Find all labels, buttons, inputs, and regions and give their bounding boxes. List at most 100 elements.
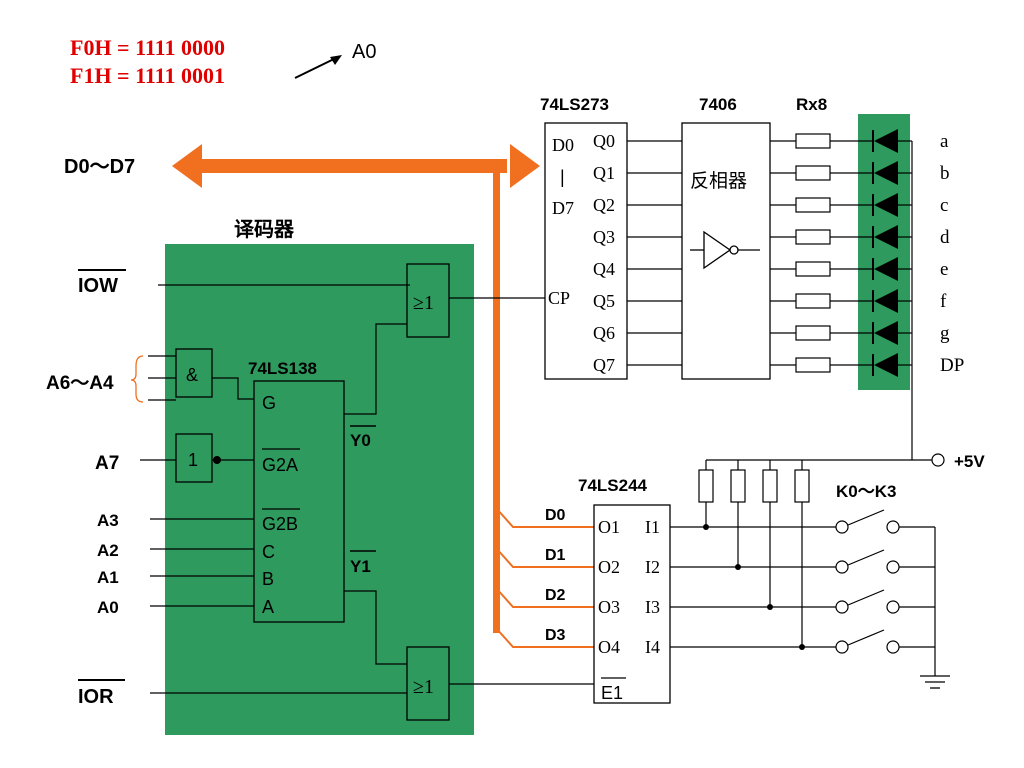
7406-label: 7406: [699, 95, 737, 114]
led-diode-icon: [874, 225, 898, 249]
a7-label: A7: [95, 453, 119, 474]
segment-label: DP: [940, 355, 964, 376]
pullup-junction: [767, 604, 773, 610]
segment-label: e: [940, 259, 948, 280]
bus-label: D0～D7: [64, 156, 135, 178]
y0-wire: [344, 323, 407, 415]
switch-contact-left: [835, 520, 849, 534]
buffer-output-label: O4: [598, 637, 620, 657]
pin-c: C: [262, 542, 275, 562]
7406-body: [681, 122, 771, 380]
chip-74ls138: 74LS138 G G2A G2B C B A Y0 Y1: [248, 323, 407, 665]
segment-label: g: [940, 323, 950, 344]
ground: [920, 527, 950, 689]
pullup-junction: [799, 644, 805, 650]
pullup-resistor: [698, 469, 714, 503]
chip-7406: 7406 反相器: [681, 95, 771, 380]
latch-d0: D0: [552, 135, 574, 155]
buffer-input-label: I3: [645, 597, 660, 617]
or-gate-read-symbol: ≥1: [413, 676, 434, 698]
resistor: [795, 357, 831, 373]
power-rail: +5V: [706, 141, 985, 471]
bus-data-label: D0: [545, 507, 566, 524]
resistor: [795, 165, 831, 181]
resistor-label: Rx8: [796, 95, 827, 114]
pin-g: G: [262, 393, 276, 413]
switch-array: [670, 460, 935, 654]
pullup-resistor: [794, 469, 810, 503]
y1-wire: [344, 590, 407, 665]
and-gate: &: [175, 348, 254, 400]
latch-output-label: Q1: [593, 163, 615, 183]
led-diode-icon: [874, 161, 898, 185]
annotation-target: A0: [352, 41, 376, 63]
bus-data-label: D2: [545, 587, 566, 604]
switch-label: K0～K3: [836, 482, 896, 501]
inverter-symbol-bubble: [729, 245, 739, 255]
segment-label: d: [940, 227, 950, 248]
switch-lever: [847, 549, 885, 566]
latch-output-label: Q7: [593, 355, 615, 375]
resistor: [795, 197, 831, 213]
switch-lever: [847, 589, 885, 606]
buffer-enable: E1: [601, 683, 623, 703]
74ls244-label: 74LS244: [578, 476, 648, 495]
switch-contact-right: [886, 520, 900, 534]
latch-output-label: Q5: [593, 291, 615, 311]
bus-arrow-left: [172, 144, 202, 188]
bus-tap-d1: [495, 547, 594, 568]
74ls138-label: 74LS138: [248, 359, 317, 378]
switch-contact-right: [886, 560, 900, 574]
led-diode-icon: [874, 321, 898, 345]
resistor: [795, 229, 831, 245]
resistor: [795, 133, 831, 149]
vcc-label: +5V: [954, 452, 985, 471]
led-diode-icon: [874, 193, 898, 217]
bus-data-label: D1: [545, 547, 566, 564]
inverter-symbol-triangle: [703, 230, 732, 270]
buffer-input-label: I2: [645, 557, 660, 577]
a1-label: A1: [97, 568, 119, 587]
a0-label: A0: [97, 598, 119, 617]
annotation-arrow-line: [294, 57, 337, 79]
a2-label: A2: [97, 541, 119, 560]
latch-output-label: Q6: [593, 323, 615, 343]
segment-label: f: [940, 291, 947, 312]
led-diode-icon: [874, 129, 898, 153]
pin-g2b: G2B: [262, 514, 298, 534]
annotation-line-2: F1H = 1111 0001: [70, 63, 225, 88]
segment-label: c: [940, 195, 948, 216]
ior-label: IOR: [78, 686, 114, 708]
buffer-output-label: O1: [598, 517, 620, 537]
switch-lever: [847, 509, 885, 526]
bus-data-label: D3: [545, 627, 566, 644]
output-y0: Y0: [350, 431, 371, 450]
decoder-title: 译码器: [234, 218, 295, 241]
buffer-output-label: O3: [598, 597, 620, 617]
and-gate-symbol: &: [186, 365, 198, 385]
or-gate-write: ≥1: [406, 263, 545, 338]
latch-d7: D7: [552, 198, 574, 218]
pin-g2b-text: G2B: [262, 514, 298, 534]
annotation-arrow-head: [330, 55, 342, 65]
and-gate-box: [175, 348, 213, 398]
resistor: [795, 261, 831, 277]
pin-g2a-text: G2A: [262, 455, 298, 475]
display-background: [858, 114, 910, 390]
pin-g2a: G2A: [262, 455, 298, 475]
bus-vertical: [493, 173, 500, 633]
or-gate-write-box: [406, 263, 450, 338]
output-y1: Y1: [350, 557, 371, 576]
vcc-terminal: [931, 453, 945, 467]
switch-contact-left: [835, 600, 849, 614]
74ls273-label: 74LS273: [540, 95, 609, 114]
decoder-background: [165, 244, 474, 735]
iow-label: IOW: [78, 275, 118, 297]
segment-label: b: [940, 163, 950, 184]
switch-lever: [847, 629, 885, 646]
